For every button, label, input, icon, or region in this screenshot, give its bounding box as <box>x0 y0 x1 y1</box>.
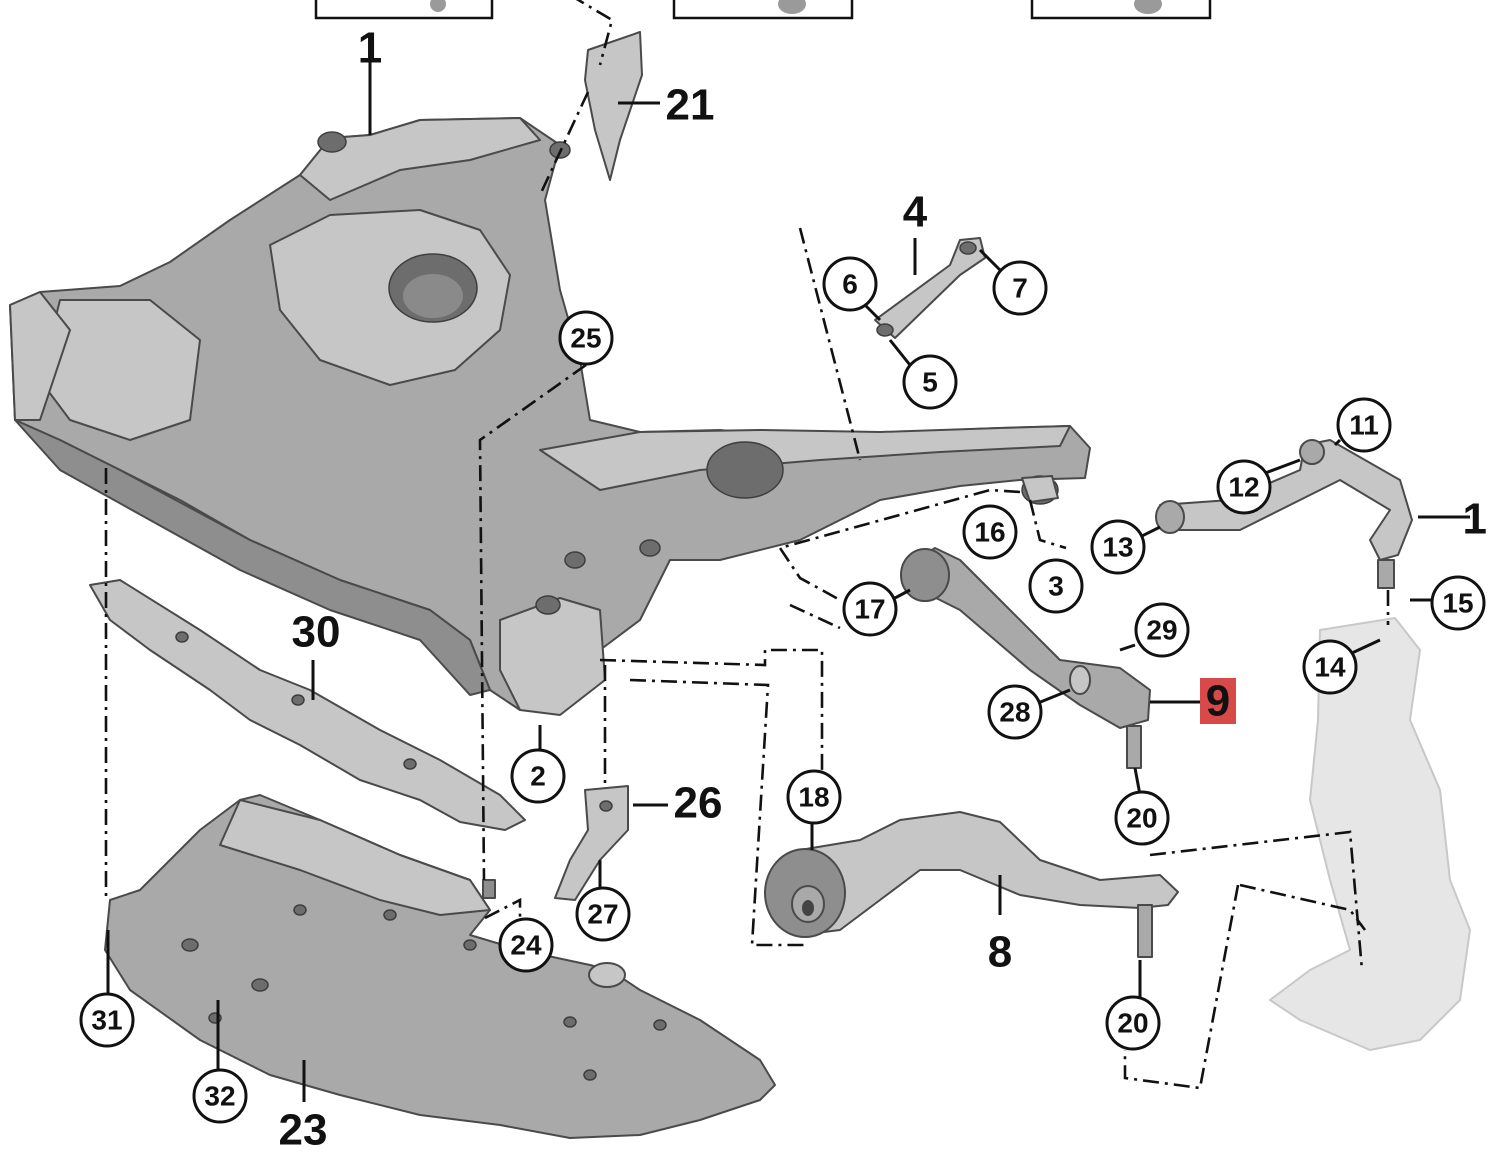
highlight-box-9 <box>1200 678 1236 724</box>
svg-text:25: 25 <box>570 323 601 354</box>
label-26: 26 <box>674 779 723 828</box>
callout-29: 29 <box>1134 602 1190 658</box>
label-30: 30 <box>292 608 341 657</box>
svg-text:32: 32 <box>204 1081 235 1112</box>
bold-labels: 1 21 4 30 26 8 23 9 1( <box>279 24 1488 1155</box>
callout-2: 2 <box>510 748 566 804</box>
callout-20-lower: 20 <box>1105 995 1161 1051</box>
svg-text:20: 20 <box>1126 803 1157 834</box>
label-1: 1 <box>358 24 382 73</box>
callout-3: 3 <box>1028 558 1084 614</box>
svg-text:27: 27 <box>587 899 618 930</box>
tension-strut-part-9 <box>900 547 1151 769</box>
steering-knuckle-part-14 <box>1269 617 1471 1051</box>
svg-text:11: 11 <box>1349 410 1379 441</box>
callout-7: 7 <box>992 260 1048 316</box>
callout-14: 14 <box>1302 639 1358 695</box>
callout-25: 25 <box>558 310 614 366</box>
label-4: 4 <box>903 188 928 237</box>
assembly-lines <box>104 0 1390 1090</box>
top-reference-boxes <box>314 0 1212 20</box>
svg-text:6: 6 <box>842 269 858 300</box>
callout-12: 12 <box>1216 459 1272 515</box>
svg-text:16: 16 <box>974 517 1005 548</box>
label-8: 8 <box>988 928 1012 977</box>
callout-13: 13 <box>1090 519 1146 575</box>
callout-6: 6 <box>822 256 878 312</box>
svg-text:15: 15 <box>1442 588 1473 619</box>
label-10-cropped: 1( <box>1462 495 1488 544</box>
callout-31: 31 <box>79 992 135 1048</box>
callout-32: 32 <box>192 1068 248 1124</box>
callout-24: 24 <box>498 917 554 973</box>
svg-text:5: 5 <box>922 367 938 398</box>
svg-text:14: 14 <box>1314 652 1346 683</box>
callout-16: 16 <box>962 504 1018 560</box>
callout-15: 15 <box>1430 575 1486 631</box>
callout-5: 5 <box>902 354 958 410</box>
label-23: 23 <box>279 1106 328 1155</box>
svg-text:31: 31 <box>91 1005 122 1036</box>
bracket-part-26 <box>554 785 629 901</box>
label-21: 21 <box>666 81 715 130</box>
svg-text:18: 18 <box>798 782 829 813</box>
strut-part-4 <box>874 237 986 339</box>
upper-control-arm-part-10 <box>1155 439 1413 589</box>
svg-text:20: 20 <box>1117 1008 1148 1039</box>
svg-text:24: 24 <box>510 930 542 961</box>
svg-text:28: 28 <box>999 697 1030 728</box>
callout-20-upper: 20 <box>1114 790 1170 846</box>
svg-text:3: 3 <box>1048 571 1064 602</box>
svg-text:7: 7 <box>1012 273 1028 304</box>
heat-shield-part-30 <box>89 579 526 831</box>
front-subframe-part-1 <box>9 117 1091 716</box>
callout-27: 27 <box>575 886 631 942</box>
callout-28: 28 <box>987 684 1043 740</box>
bolt-parts <box>482 475 1059 899</box>
lower-control-arm-part-8 <box>764 811 1179 958</box>
svg-text:2: 2 <box>530 761 546 792</box>
label-9-highlighted: 9 <box>1206 677 1230 726</box>
bracket-part-21 <box>584 31 643 181</box>
callout-11: 11 <box>1336 397 1392 453</box>
callout-17: 17 <box>842 581 898 637</box>
callout-circles: 25 6 7 5 11 12 13 16 3 17 15 14 29 28 2 … <box>79 256 1486 1124</box>
callout-18: 18 <box>786 769 842 825</box>
underbody-shield-part-23 <box>104 794 776 1139</box>
svg-text:13: 13 <box>1102 532 1133 563</box>
svg-text:29: 29 <box>1146 615 1177 646</box>
svg-text:17: 17 <box>854 594 885 625</box>
svg-text:12: 12 <box>1228 472 1259 503</box>
